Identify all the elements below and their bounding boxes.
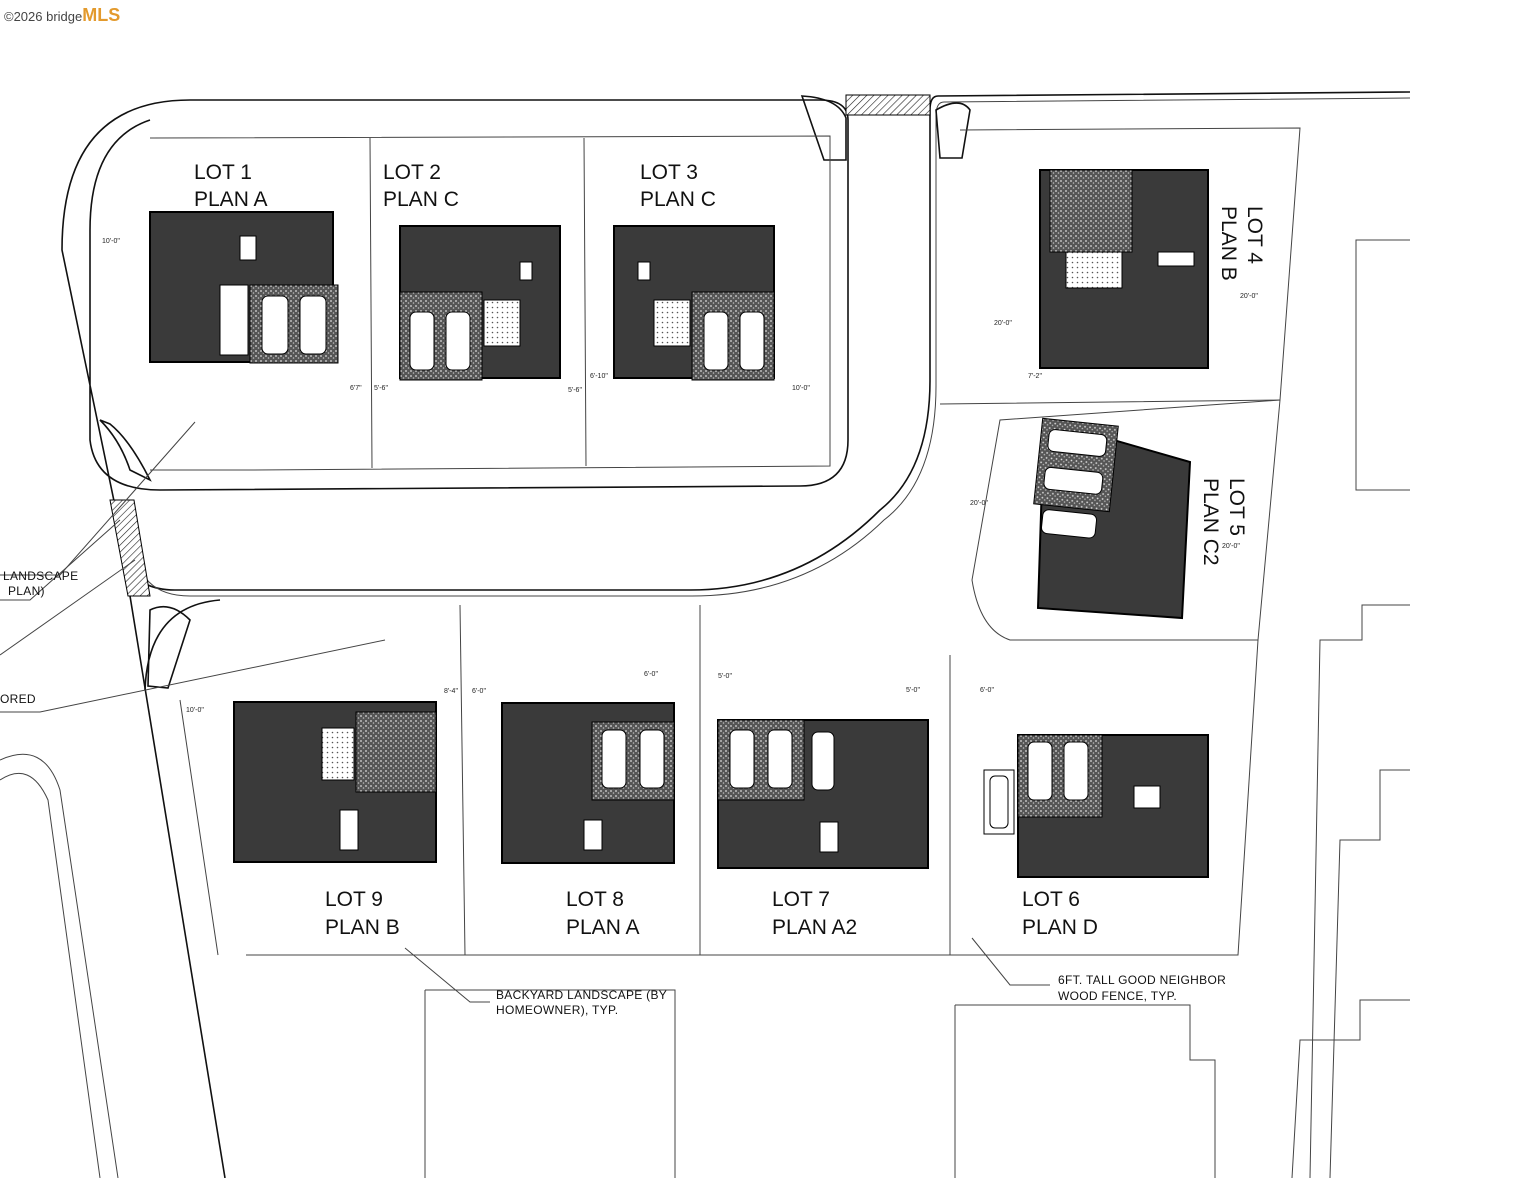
lot-plan: PLAN C2 <box>1199 478 1222 566</box>
lot-label-1: LOT 1 PLAN A <box>194 161 268 211</box>
note-line: BACKYARD LANDSCAPE (BY <box>496 988 667 1002</box>
street-curbs <box>0 91 1411 1178</box>
lot-number: LOT 6 <box>1022 888 1080 911</box>
lot-plan: PLAN B <box>325 916 400 939</box>
lot-label-4: LOT 4 PLAN B <box>1217 206 1266 281</box>
lot-number: LOT 9 <box>325 888 383 911</box>
building-lot-7 <box>717 719 929 869</box>
dim-label: 5'-0" <box>906 687 920 694</box>
backyard-note: BACKYARD LANDSCAPE (BY HOMEOWNER), TYP. <box>496 988 667 1017</box>
building-lot-1 <box>149 211 339 364</box>
dim-label: 6'-0" <box>980 687 994 694</box>
stored-note: ORED <box>0 692 36 706</box>
dim-label: 10'-0" <box>102 238 120 245</box>
leader-lines <box>0 421 1050 1003</box>
lot-number: LOT 7 <box>772 888 830 911</box>
lot-plan: PLAN A <box>194 188 268 211</box>
lot-number: LOT 2 <box>383 161 441 184</box>
fence-note: 6FT. TALL GOOD NEIGHBOR WOOD FENCE, TYP. <box>1058 973 1226 1003</box>
dim-label: 20'-0" <box>1222 543 1240 550</box>
lot-label-3: LOT 3 PLAN C <box>640 161 716 211</box>
lot-plan: PLAN A2 <box>772 916 857 939</box>
dimension-labels: 10'-0" 6'7" 5'-6" 5'-6" 6'-10" 10'-0" 20… <box>102 238 1258 714</box>
landscape-note: LANDSCAPE PLAN) <box>3 569 78 598</box>
lot-plan: PLAN B <box>1217 206 1240 281</box>
dim-label: 20'-0" <box>970 500 988 507</box>
watermark-prefix: ©2026 bridge <box>4 9 83 24</box>
watermark: ©2026 bridgeMLS <box>4 2 120 30</box>
note-line: PLAN) <box>8 584 45 598</box>
dim-label: 5'-0" <box>718 673 732 680</box>
dim-label: 6'-0" <box>472 688 486 695</box>
building-lot-5 <box>1033 417 1192 620</box>
lot-number: LOT 4 <box>1243 206 1266 264</box>
building-lot-4 <box>1039 169 1209 369</box>
dim-label: 10'-0" <box>186 707 204 714</box>
lot-number: LOT 3 <box>640 161 698 184</box>
dim-label: 8'-4" <box>444 688 458 695</box>
lot-plan: PLAN A <box>566 916 640 939</box>
dim-label: 5'-6" <box>568 387 582 394</box>
note-line: 6FT. TALL GOOD NEIGHBOR <box>1058 973 1226 987</box>
note-line: WOOD FENCE, TYP. <box>1058 989 1177 1003</box>
building-lot-3 <box>613 225 775 381</box>
lot-number: LOT 5 <box>1225 478 1248 536</box>
building-lot-6 <box>983 734 1209 878</box>
dim-label: 6'-0" <box>644 671 658 678</box>
lot-label-2: LOT 2 PLAN C <box>383 161 459 211</box>
lot-label-9: LOT 9 PLAN B <box>325 888 400 939</box>
lot-number: LOT 1 <box>194 161 252 184</box>
lot-plan: PLAN D <box>1022 916 1098 939</box>
building-lot-2 <box>399 225 561 381</box>
lot-plan: PLAN C <box>383 188 459 211</box>
building-lot-9 <box>233 701 437 863</box>
lot-label-8: LOT 8 PLAN A <box>566 888 640 939</box>
dim-label: 6'-10" <box>590 373 608 380</box>
dim-label: 20'-0" <box>1240 293 1258 300</box>
dim-label: 6'7" <box>350 385 362 392</box>
note-line: LANDSCAPE <box>3 569 78 583</box>
lot-lines <box>149 127 1410 1178</box>
dim-label: 7'-2" <box>1028 373 1042 380</box>
lot-label-6: LOT 6 PLAN D <box>1022 888 1098 939</box>
bridge-mls-logo: MLS <box>82 5 121 25</box>
dim-label: 5'-6" <box>374 385 388 392</box>
lot-number: LOT 8 <box>566 888 624 911</box>
note-line: HOMEOWNER), TYP. <box>496 1003 618 1017</box>
lot-label-5: LOT 5 PLAN C2 <box>1199 478 1248 566</box>
lot-plan: PLAN C <box>640 188 716 211</box>
dim-label: 10'-0" <box>792 385 810 392</box>
building-lot-8 <box>501 702 675 864</box>
dim-label: 20'-0" <box>994 320 1012 327</box>
lot-label-7: LOT 7 PLAN A2 <box>772 888 857 939</box>
